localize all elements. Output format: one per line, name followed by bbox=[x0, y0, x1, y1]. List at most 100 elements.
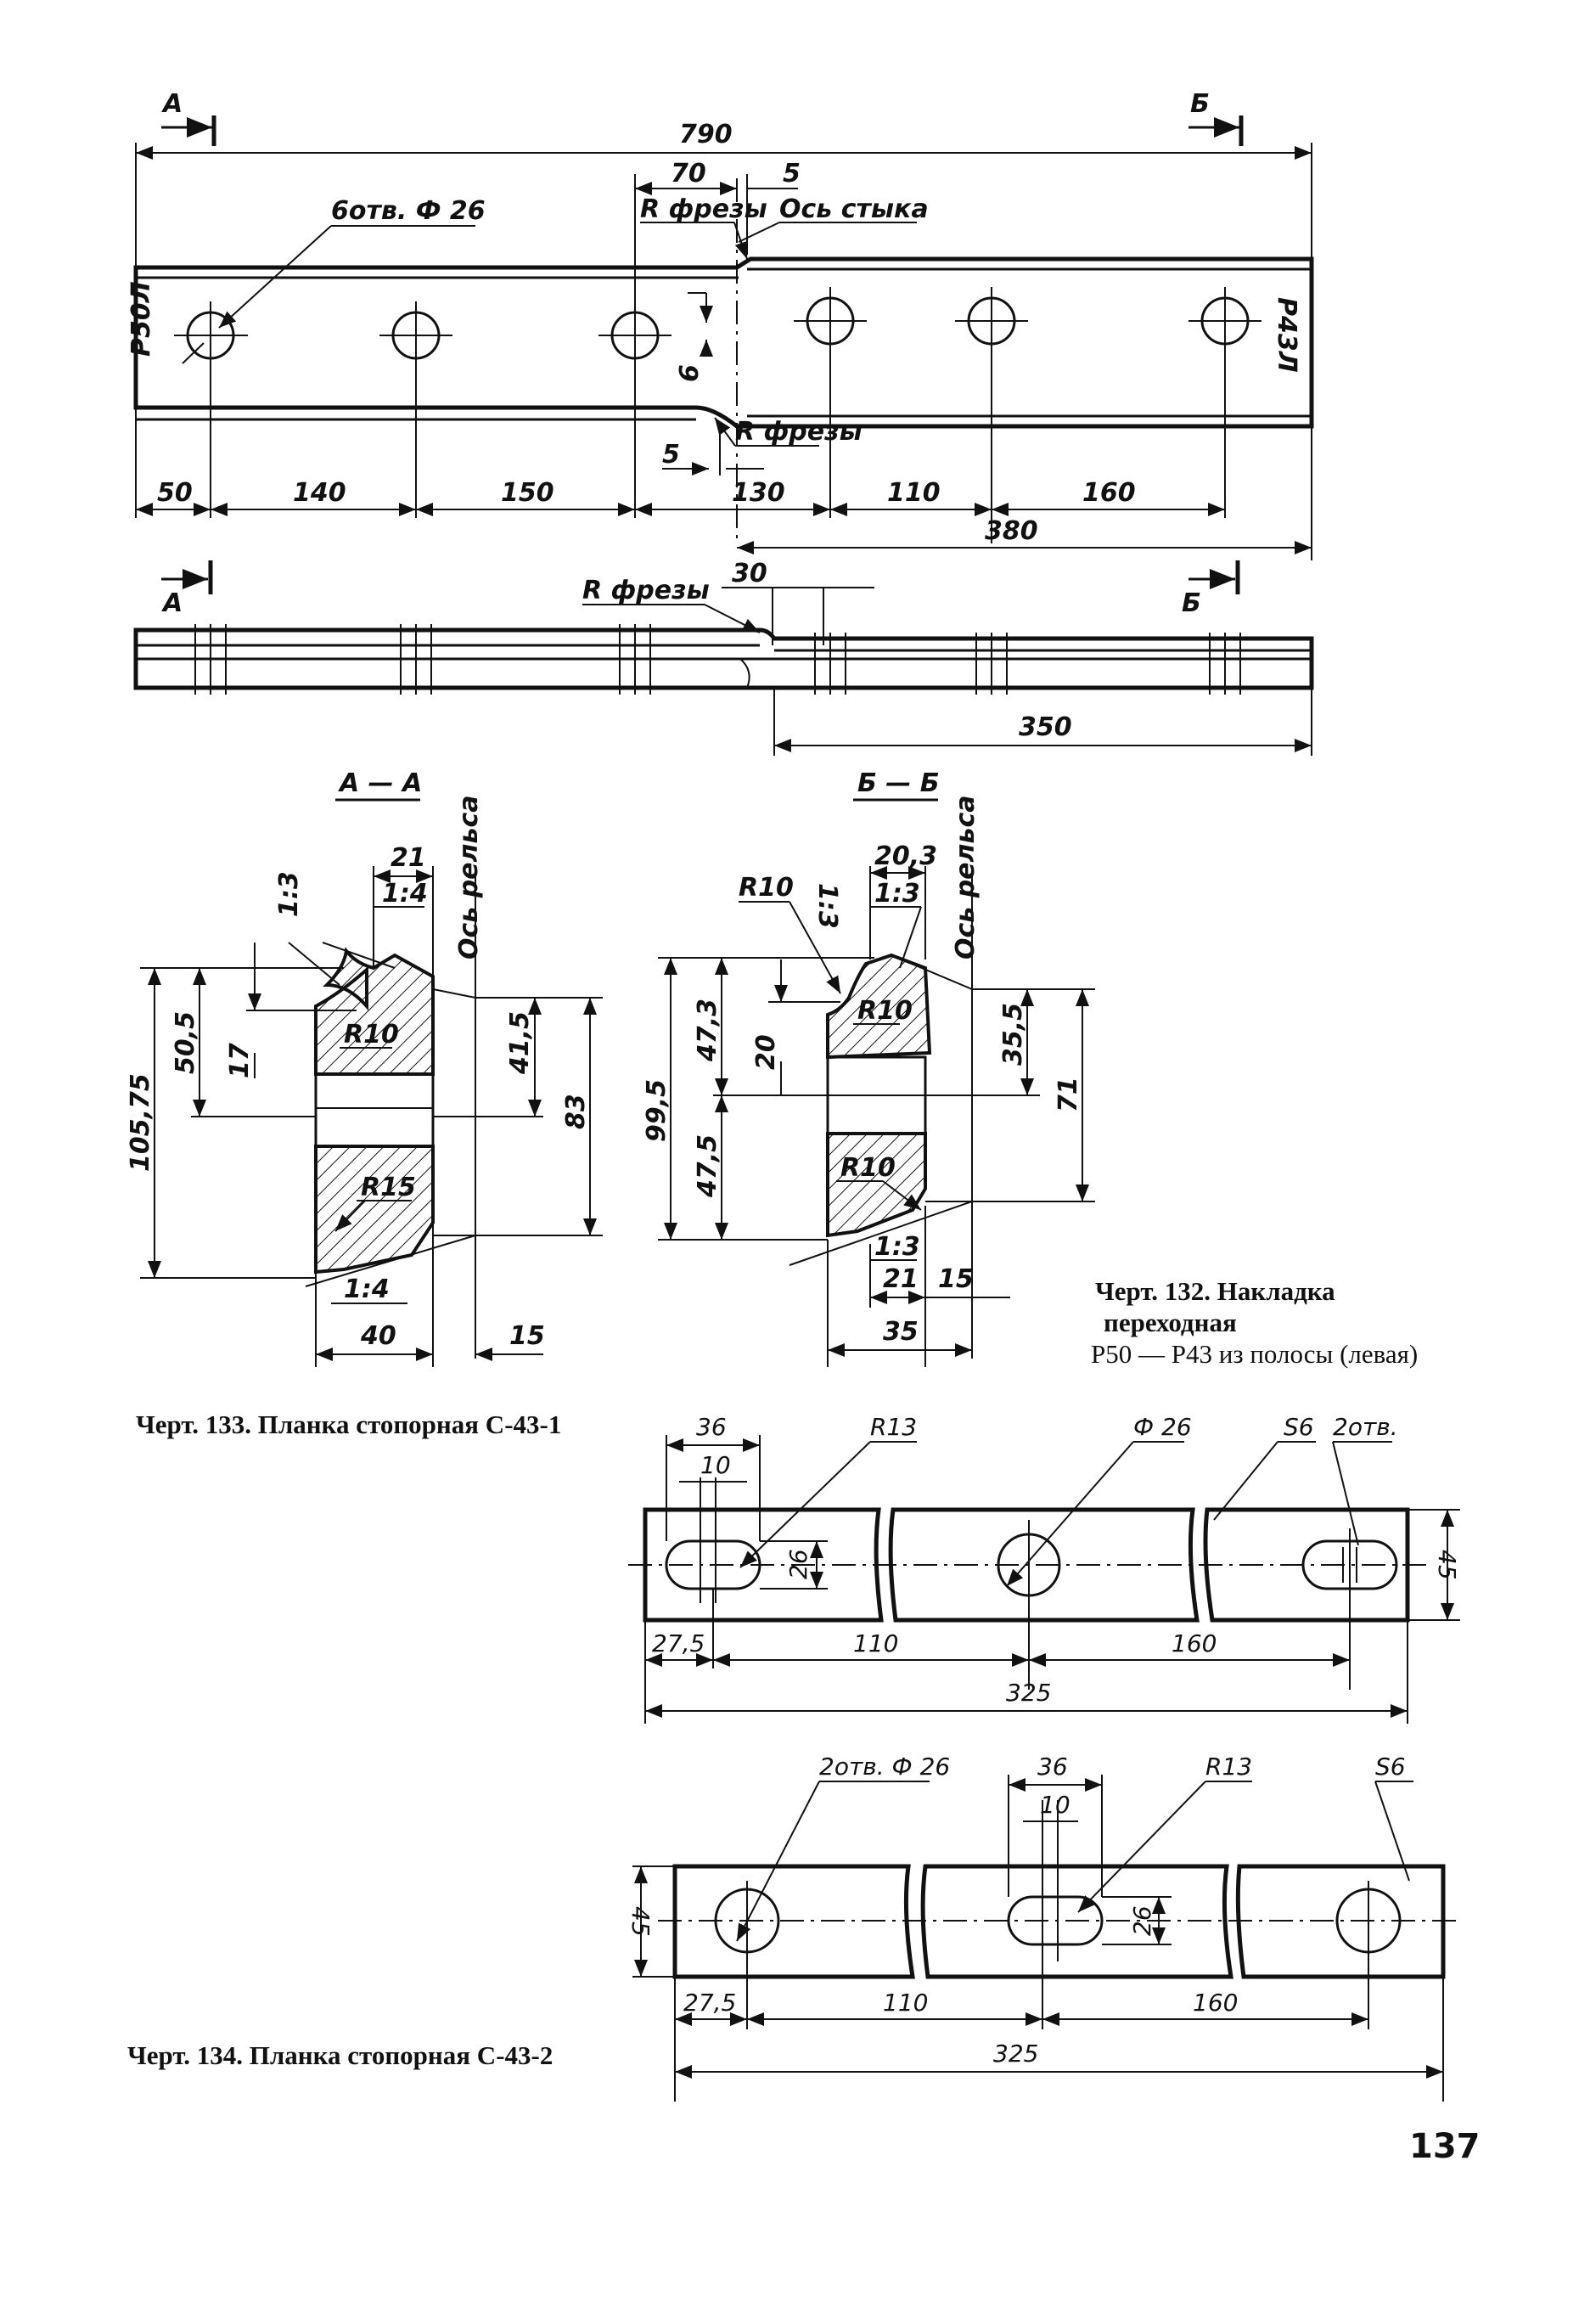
c43-1-r13: R13 bbox=[870, 1413, 917, 1441]
hole-5 bbox=[955, 287, 1028, 355]
bb-dim-20-3: 20,3 bbox=[874, 841, 937, 871]
r-mill-top-label: R фрезы bbox=[640, 194, 767, 224]
stop-plate-c43-2: 2отв. Ф 26 36 10 R13 S6 45 26 27,5 110 1… bbox=[627, 1753, 1460, 2102]
c43-1-dim-45: 45 bbox=[1433, 1550, 1461, 1580]
cut-marker-b-top: Б bbox=[1188, 89, 1244, 146]
c43-2-s6: S6 bbox=[1375, 1753, 1406, 1781]
bb-slope-1-3c: 1:3 bbox=[874, 1232, 920, 1262]
bb-rail-axis-label: Ось рельса bbox=[951, 796, 981, 960]
aa-r10: R10 bbox=[344, 1020, 399, 1049]
section-bb: Б — Б 20,3 R10 1:3 1:3 Ось рельса 99,5 4… bbox=[642, 768, 1095, 1367]
aa-dim-41-5: 41,5 bbox=[505, 1011, 535, 1075]
aa-dim-83: 83 bbox=[561, 1094, 591, 1129]
aa-slope-1-4-top: 1:4 bbox=[382, 879, 428, 909]
dim-50: 50 bbox=[157, 478, 193, 508]
page-number: 137 bbox=[1409, 2127, 1481, 2166]
c43-2-dim-110: 110 bbox=[883, 1989, 928, 2017]
c43-1-dim-36: 36 bbox=[696, 1413, 727, 1441]
bb-dim-21: 21 bbox=[883, 1264, 919, 1294]
side-outline bbox=[133, 627, 1314, 690]
hole-2 bbox=[379, 301, 452, 369]
svg-text:Б: Б bbox=[1182, 588, 1201, 618]
r-mill-bottom-label: R фрезы bbox=[735, 417, 863, 447]
hole-4 bbox=[794, 287, 867, 355]
caption-134: Черт. 134. Планка стопорная С-43-2 bbox=[127, 2040, 553, 2070]
c43-1-dia26: Ф 26 bbox=[1133, 1413, 1192, 1441]
c43-1-dim-110: 110 bbox=[853, 1629, 898, 1657]
r-mill-side-label: R фрезы bbox=[582, 576, 710, 605]
aa-dim-17: 17 bbox=[225, 1043, 255, 1078]
bb-slope-1-3: 1:3 bbox=[812, 883, 842, 929]
aa-dim-40: 40 bbox=[360, 1321, 396, 1351]
c43-2-dim-45: 45 bbox=[627, 1906, 655, 1937]
aa-slope-1-4-bottom: 1:4 bbox=[344, 1275, 390, 1304]
plate-plan-view: А Б 790 70 5 R фрезы bbox=[126, 89, 1314, 560]
bb-dim-99-5: 99,5 bbox=[642, 1079, 671, 1142]
hole-1 bbox=[174, 301, 248, 369]
svg-text:А: А bbox=[161, 89, 183, 119]
bb-dim-71: 71 bbox=[1054, 1077, 1083, 1112]
plate-outline bbox=[133, 256, 1314, 429]
c43-1-2holes: 2отв. bbox=[1333, 1413, 1398, 1441]
section-aa-title: А — А bbox=[338, 768, 422, 798]
bb-r10-top: R10 bbox=[739, 873, 794, 903]
dim-380: 380 bbox=[985, 516, 1038, 546]
svg-text:Б: Б bbox=[1190, 89, 1210, 119]
section-bb-lower-hatch bbox=[826, 1132, 927, 1238]
c43-1-dim-27-5: 27,5 bbox=[652, 1629, 705, 1657]
bb-slope-1-3b: 1:3 bbox=[874, 879, 920, 909]
bb-dim-47-5: 47,5 bbox=[693, 1134, 722, 1198]
c43-1-s6: S6 bbox=[1284, 1413, 1314, 1441]
c43-2-r13: R13 bbox=[1205, 1753, 1252, 1781]
aa-dim-105-75: 105,75 bbox=[126, 1073, 155, 1172]
bb-r10-mid: R10 bbox=[857, 996, 913, 1026]
bb-dim-35: 35 bbox=[883, 1317, 919, 1347]
section-bb-title: Б — Б bbox=[857, 768, 940, 798]
label-p50l: Р50Л bbox=[126, 281, 156, 357]
dim-350: 350 bbox=[1019, 712, 1072, 742]
joint-axis-label: Ось стыка bbox=[779, 194, 929, 224]
section-aa-upper-hatch bbox=[314, 947, 435, 1076]
label-p43l: Р43Л bbox=[1272, 297, 1301, 373]
c43-1-dim-325: 325 bbox=[1006, 1679, 1051, 1707]
c43-2-dim-27-5: 27,5 bbox=[683, 1989, 736, 2017]
bb-dim-47-3: 47,3 bbox=[693, 999, 722, 1062]
dim-5-top: 5 bbox=[783, 159, 801, 189]
dim-overall-790: 790 bbox=[679, 120, 733, 149]
bb-r10-low: R10 bbox=[840, 1153, 896, 1183]
c43-1-dim-160: 160 bbox=[1172, 1629, 1217, 1657]
cut-marker-b-bottom: Б bbox=[1182, 560, 1240, 618]
dim-6: 6 bbox=[675, 364, 705, 382]
aa-dim-50-5: 50,5 bbox=[171, 1011, 200, 1074]
c43-2-dim-10: 10 bbox=[1040, 1791, 1070, 1819]
section-aa: А — А 21 1:3 1:4 Ось рельса 105,75 50,5 … bbox=[126, 768, 603, 1367]
caption-133: Черт. 133. Планка стопорная С-43-1 bbox=[136, 1410, 562, 1439]
stop-plate-c43-1: 36 10 R13 Ф 26 S6 2отв. 26 45 27,5 110 bbox=[628, 1413, 1461, 1724]
c43-2-holes-note: 2отв. Ф 26 bbox=[819, 1753, 950, 1781]
c43-1-dim-26: 26 bbox=[784, 1549, 812, 1579]
dim-70: 70 bbox=[671, 159, 706, 189]
caption-132-line3: Р50 — Р43 из полосы (левая) bbox=[1091, 1339, 1419, 1369]
holes-note: 6отв. Ф 26 bbox=[331, 196, 486, 226]
dim-160: 160 bbox=[1082, 478, 1136, 508]
cut-marker-a-top: А bbox=[161, 89, 216, 146]
cut-marker-a-bottom: А bbox=[161, 560, 213, 618]
bb-dim-20: 20 bbox=[751, 1034, 781, 1070]
dim-30: 30 bbox=[732, 559, 767, 588]
caption-132-line2: переходная bbox=[1104, 1308, 1237, 1337]
dim-140: 140 bbox=[293, 478, 346, 508]
hole-6 bbox=[1188, 287, 1262, 355]
dim-150: 150 bbox=[501, 478, 554, 508]
caption-132-line1: Черт. 132. Накладка bbox=[1095, 1276, 1335, 1306]
plate-side-view: А Б R фрезы 30 350 bbox=[133, 559, 1314, 756]
c43-2-dim-36: 36 bbox=[1037, 1753, 1068, 1781]
bb-dim-15: 15 bbox=[938, 1264, 974, 1294]
aa-r15: R15 bbox=[361, 1173, 416, 1202]
svg-text:А: А bbox=[161, 588, 183, 618]
c43-2-dim-325: 325 bbox=[993, 2040, 1038, 2068]
c43-2-dim-26: 26 bbox=[1128, 1905, 1156, 1936]
slot-center bbox=[1007, 1895, 1104, 1946]
aa-dim-21: 21 bbox=[391, 843, 426, 873]
